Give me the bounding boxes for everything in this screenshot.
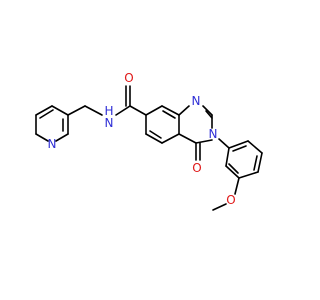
amide-oxygen-label: O (124, 71, 133, 85)
pyridine-ring (35, 105, 69, 142)
bond (129, 105, 147, 116)
bond (145, 105, 163, 116)
molecule-structure: O H N N N O N O (35, 71, 263, 211)
amide-linker (67, 85, 147, 116)
bond (195, 139, 213, 144)
bond (218, 138, 230, 149)
bond (225, 165, 240, 179)
bond (212, 203, 227, 211)
bond (238, 171, 259, 179)
bond (115, 105, 131, 116)
pyrimidinone-ring (178, 105, 213, 161)
bond (35, 133, 49, 142)
bond (257, 152, 263, 173)
bond (178, 133, 197, 144)
ether-oxygen-label: O (226, 193, 235, 207)
bond (234, 177, 240, 195)
amide-nitrogen-label: N (105, 116, 114, 130)
bond (247, 140, 263, 154)
bond (228, 140, 249, 149)
amide-hydrogen-label: H (104, 104, 113, 118)
bond (35, 105, 53, 116)
carbonyl-oxygen-label: O (192, 161, 201, 175)
bond (162, 110, 176, 119)
methoxyphenyl-ring (212, 138, 263, 211)
bond (161, 105, 180, 116)
bond (161, 133, 180, 144)
bond (202, 105, 213, 116)
bond (55, 133, 69, 142)
bond (253, 155, 258, 171)
bond (39, 109, 54, 119)
bond (205, 110, 213, 119)
benzo-ring (145, 105, 180, 144)
quinazoline-n1-label: N (192, 94, 201, 108)
quinazoline-n3-label: N (209, 127, 218, 141)
bond (228, 163, 239, 174)
bond (145, 133, 163, 144)
bond (67, 105, 86, 116)
pyridine-nitrogen-label: N (48, 137, 57, 151)
bond (225, 147, 230, 167)
bond (149, 130, 162, 139)
bond (178, 105, 190, 116)
bond (232, 145, 247, 152)
bond (84, 105, 103, 116)
bond (51, 105, 69, 116)
